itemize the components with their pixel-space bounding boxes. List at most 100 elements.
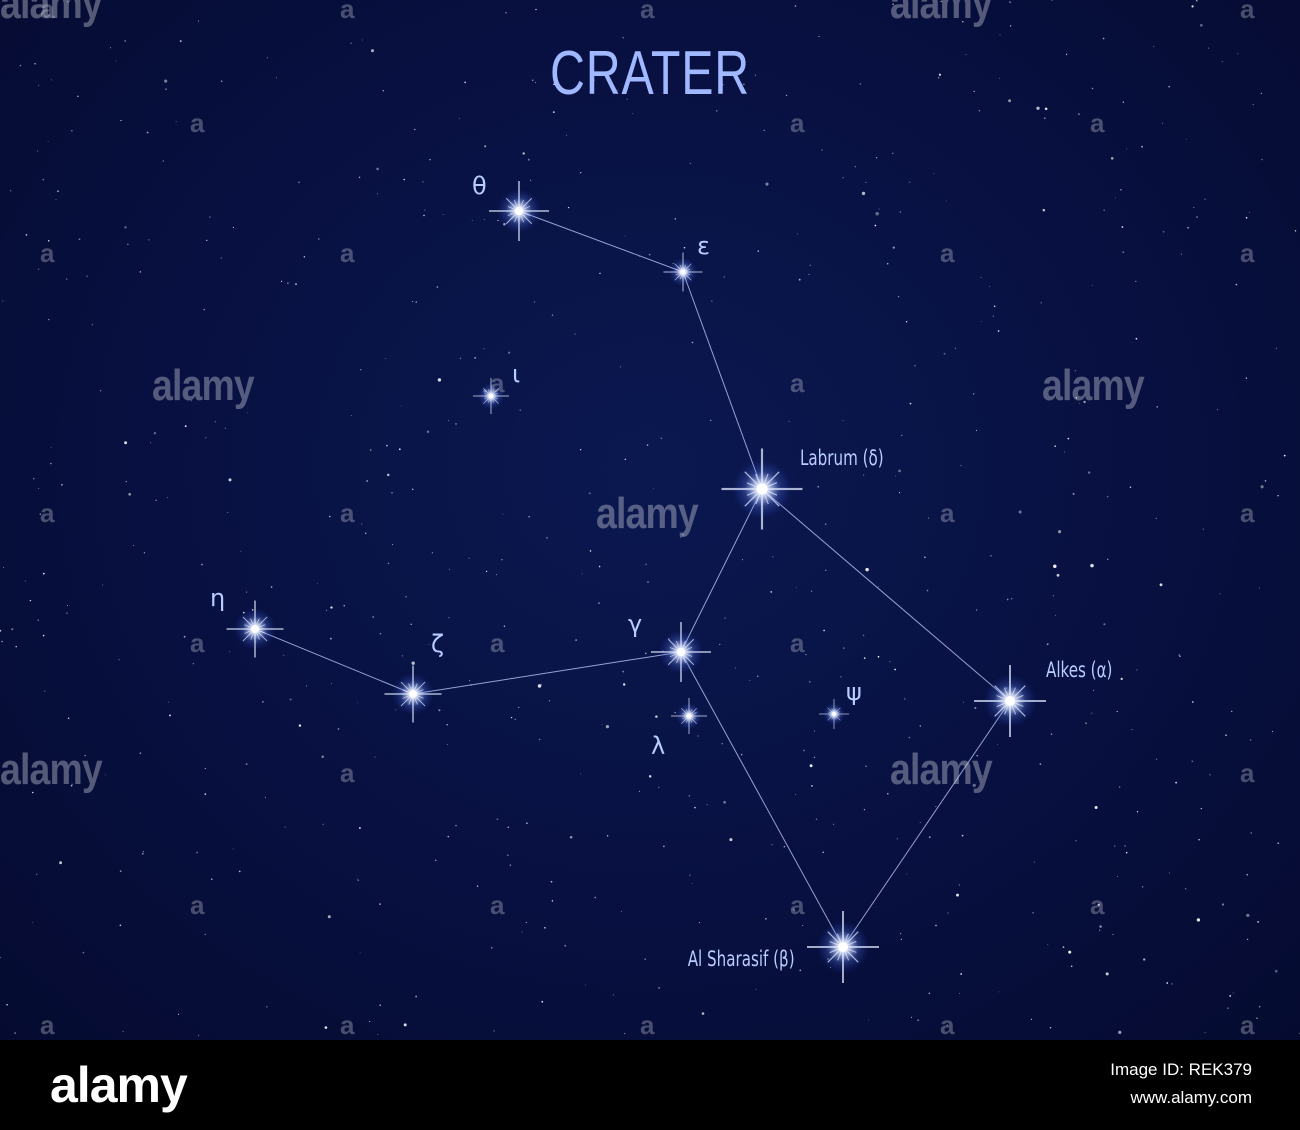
background-star [928, 836, 931, 838]
background-star [825, 523, 827, 525]
background-star [874, 224, 877, 227]
label-labrum-delta-text: Labrum (δ) [800, 446, 884, 470]
background-star [601, 723, 603, 725]
background-star [1122, 251, 1125, 254]
background-star [509, 864, 511, 866]
background-star [468, 557, 470, 559]
background-star [770, 591, 773, 593]
background-star [645, 563, 647, 566]
background-star [569, 835, 573, 839]
background-star [892, 3, 894, 5]
background-star [1050, 733, 1053, 736]
background-star [976, 430, 978, 431]
watermark-letter: a [640, 0, 655, 24]
background-star [1187, 226, 1189, 229]
background-star [943, 352, 946, 355]
background-star [124, 226, 127, 229]
background-star [153, 432, 157, 435]
background-star [924, 556, 926, 559]
background-star [1093, 689, 1095, 691]
background-star [644, 652, 647, 655]
background-star [842, 420, 844, 422]
background-star [992, 315, 995, 317]
line-zeta-gamma [412, 651, 682, 695]
background-star [772, 556, 774, 558]
background-star [164, 79, 168, 83]
background-star [876, 157, 878, 159]
watermark-letter: a [940, 238, 955, 268]
background-star [205, 437, 207, 439]
background-star [1207, 47, 1210, 49]
background-star [6, 1003, 8, 1006]
watermark: alamy [1042, 361, 1145, 410]
background-star [954, 347, 957, 350]
background-star [32, 921, 34, 923]
line-delta-alpha [761, 488, 1011, 702]
background-star [749, 679, 751, 681]
background-star [1054, 445, 1057, 448]
background-star [169, 714, 171, 717]
background-star [1235, 283, 1238, 286]
background-star [1142, 886, 1144, 888]
background-star [535, 8, 537, 11]
watermark-letter: a [1240, 498, 1255, 528]
background-star [894, 668, 896, 671]
label-zeta: ζ [431, 630, 445, 658]
background-star [905, 320, 908, 323]
background-star [0, 629, 2, 632]
background-star [34, 63, 36, 65]
background-star [1226, 1007, 1229, 1010]
background-star [1136, 811, 1139, 813]
background-star [370, 49, 375, 53]
background-star [38, 268, 40, 270]
background-star [638, 790, 641, 792]
background-star [859, 83, 862, 85]
background-star [1256, 1017, 1258, 1019]
background-star [167, 701, 169, 703]
background-star [317, 583, 319, 585]
background-star [434, 859, 437, 862]
background-star [220, 257, 222, 259]
star-map: a a a a a a a a a a a a a a a a a a a a … [0, 0, 1300, 1040]
background-star [374, 756, 376, 758]
background-star [1219, 593, 1221, 595]
background-star [900, 933, 902, 935]
background-star [1120, 188, 1122, 191]
background-star [1114, 845, 1116, 847]
background-star [799, 969, 802, 972]
watermark-letter: a [340, 238, 355, 268]
background-star [1230, 710, 1233, 713]
background-star [270, 586, 273, 588]
background-star [70, 784, 73, 787]
line-gamma-beta [680, 651, 844, 948]
watermark: alamy [152, 361, 255, 410]
background-star [1181, 253, 1183, 255]
background-star [1043, 117, 1046, 120]
background-star [795, 793, 797, 795]
label-iota: ι [512, 360, 521, 388]
background-star [84, 754, 86, 757]
background-star [247, 412, 249, 414]
background-star [908, 736, 911, 739]
background-star [1040, 302, 1042, 304]
background-star [1087, 471, 1091, 474]
background-star [448, 617, 450, 619]
background-star [100, 390, 102, 392]
background-star [50, 79, 52, 81]
background-star [1272, 731, 1273, 733]
background-star [204, 793, 207, 795]
footer-logo: alamy [50, 1057, 188, 1113]
watermark-letter: a [940, 498, 955, 528]
background-star [716, 110, 718, 112]
background-star [455, 824, 457, 827]
background-star [974, 706, 977, 710]
background-star [723, 276, 725, 278]
star-theta [489, 181, 549, 241]
background-star [264, 796, 266, 798]
background-star [706, 804, 708, 806]
background-star [1125, 851, 1128, 854]
background-star [980, 276, 982, 279]
background-star [369, 449, 372, 451]
background-star [1107, 558, 1109, 560]
label-theta: θ [472, 172, 487, 200]
